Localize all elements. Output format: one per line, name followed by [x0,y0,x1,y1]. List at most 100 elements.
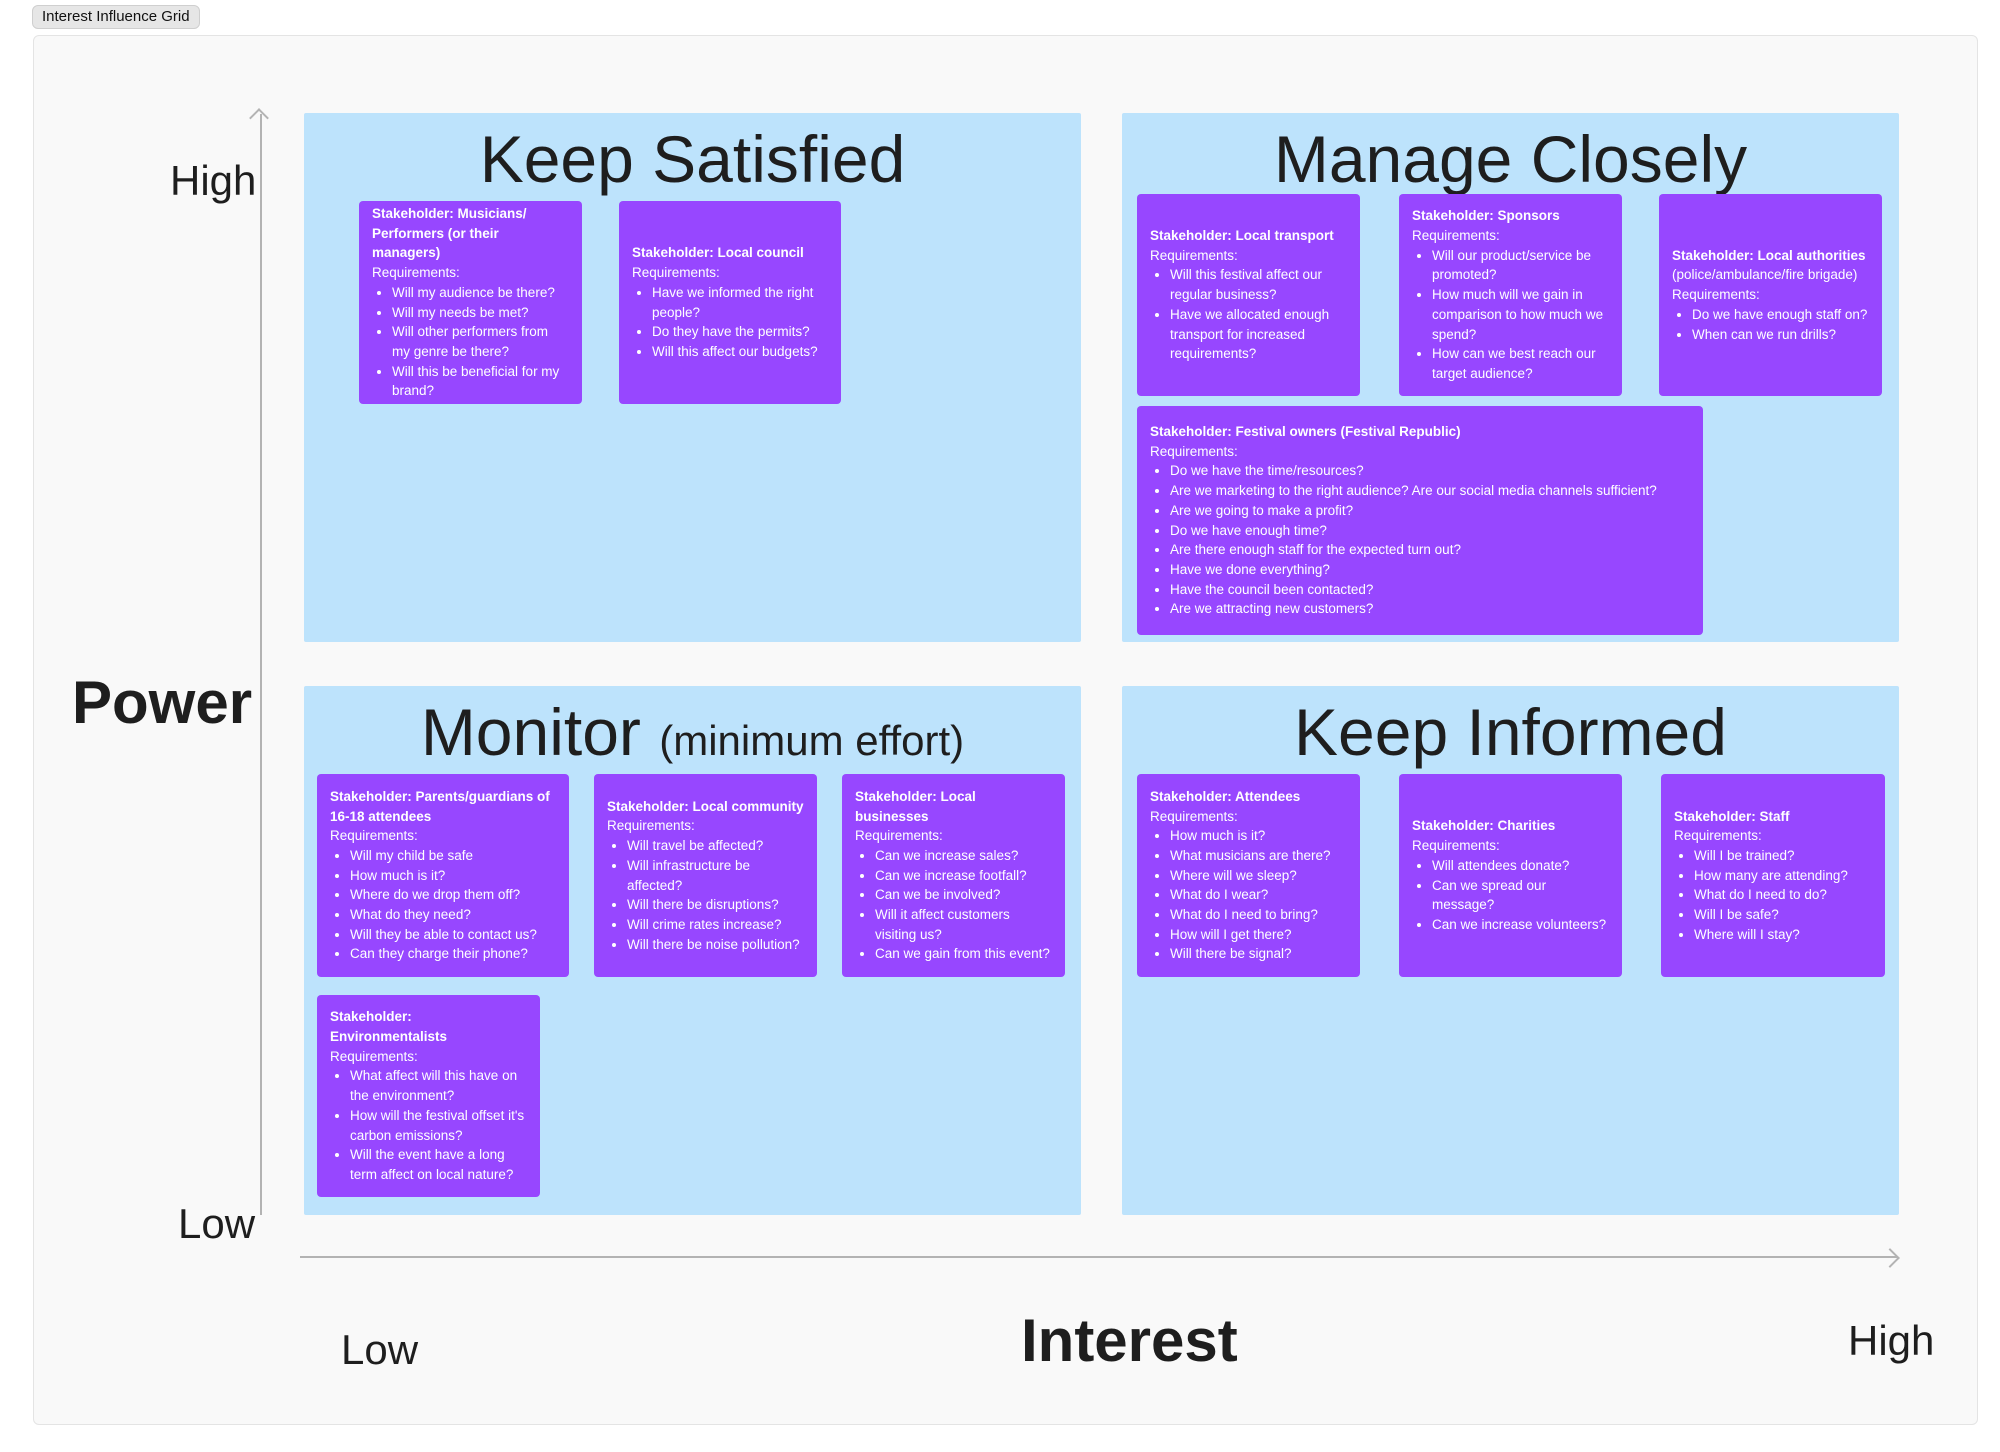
stakeholder-name: Stakeholder: Musicians/ Performers (or t… [372,205,527,261]
stakeholder-card[interactable]: Stakeholder: Festival owners (Festival R… [1137,406,1703,635]
requirement-item: Will my audience be there? [392,283,569,303]
requirement-item: What do I need to do? [1694,885,1872,905]
quadrant-title: Monitor (minimum effort) [304,692,1081,781]
stakeholder-name: Stakeholder: Attendees [1150,788,1301,804]
power-axis-line [260,114,262,1215]
requirements-label: Requirements: [1412,228,1500,244]
requirements-label: Requirements: [1412,838,1500,854]
quadrant-title: Keep Informed [1122,692,1899,772]
requirements-list: Will I be trained?How many are attending… [1674,846,1872,945]
stakeholder-name: Stakeholder: Sponsors [1412,208,1560,224]
requirements-label: Requirements: [1150,808,1238,824]
frame-title-tag[interactable]: Interest Influence Grid [32,5,200,29]
requirements-list: Can we increase sales?Can we increase fo… [855,846,1052,964]
requirement-item: Are we going to make a profit? [1170,501,1690,521]
requirement-item: What do I need to bring? [1170,905,1347,925]
requirements-label: Requirements: [632,265,720,281]
requirement-item: Will I be safe? [1694,905,1872,925]
requirement-item: Can they charge their phone? [350,944,556,964]
x-axis-low-label: Low [341,1326,419,1373]
y-axis-title: Power [72,669,253,736]
quadrant-title-text: Monitor [420,695,641,769]
requirement-item: Will attendees donate? [1432,856,1609,876]
requirement-item: Can we increase sales? [875,846,1052,866]
stakeholder-name: Stakeholder: Local transport [1150,228,1334,244]
requirement-item: Have the council been contacted? [1170,580,1690,600]
quadrant-title-text: Keep Satisfied [479,122,906,196]
requirement-item: Do we have enough staff on? [1692,305,1869,325]
stakeholder-name: Stakeholder: Local authorities [1672,247,1866,263]
requirement-item: Will there be signal? [1170,944,1347,964]
stakeholder-card[interactable]: Stakeholder: Local councilRequirements:H… [619,201,841,404]
quadrant-title-text: Keep Informed [1294,695,1727,769]
requirement-item: Can we increase footfall? [875,866,1052,886]
requirement-item: Can we spread our message? [1432,876,1609,915]
x-axis-high-label: High [1848,1317,1935,1364]
requirement-item: How much is it? [350,866,556,886]
requirement-item: How will the festival offset it's carbon… [350,1106,527,1145]
stakeholder-name: Stakeholder: Festival owners (Festival R… [1150,423,1461,439]
requirements-list: Have we informed the right people?Do the… [632,283,828,362]
requirements-list: Do we have the time/resources?Are we mar… [1150,461,1690,619]
requirement-item: Will this be beneficial for my brand? [392,362,569,401]
requirement-item: Do we have the time/resources? [1170,461,1690,481]
requirement-item: Will travel be affected? [627,836,804,856]
requirements-list: Will our product/service be promoted?How… [1412,246,1609,384]
requirement-item: How can we best reach our target audienc… [1432,344,1609,383]
requirements-label: Requirements: [855,828,943,844]
stakeholder-card[interactable]: Stakeholder: CharitiesRequirements:Will … [1399,774,1622,977]
requirement-item: Are we attracting new customers? [1170,599,1690,619]
stakeholder-name: Stakeholder: Local businesses [855,788,976,824]
requirements-label: Requirements: [1672,287,1760,303]
stakeholder-card[interactable]: Stakeholder: Musicians/ Performers (or t… [359,201,582,404]
quadrant-title: Manage Closely [1122,119,1899,199]
y-axis-low-label: Low [178,1200,256,1247]
requirement-item: Where will I stay? [1694,925,1872,945]
requirements-list: Will my audience be there?Will my needs … [372,283,569,401]
requirement-item: Have we done everything? [1170,560,1690,580]
stakeholder-name: Stakeholder: Staff [1674,808,1790,824]
requirements-list: What affect will this have on the enviro… [330,1066,527,1184]
requirement-item: When can we run drills? [1692,325,1869,345]
requirement-item: What musicians are there? [1170,846,1347,866]
requirement-item: Will I be trained? [1694,846,1872,866]
interest-axis-line [300,1256,1897,1258]
requirement-item: Do we have enough time? [1170,521,1690,541]
requirement-item: How many are attending? [1694,866,1872,886]
quadrant-title: Keep Satisfied [304,119,1081,199]
requirements-list: Do we have enough staff on?When can we r… [1672,305,1869,344]
stakeholder-card[interactable]: Stakeholder: Local authorities(police/am… [1659,194,1882,396]
requirements-label: Requirements: [1674,828,1762,844]
requirement-item: Have we informed the right people? [652,283,828,322]
requirements-label: Requirements: [607,818,695,834]
requirement-item: Will other performers from my genre be t… [392,322,569,361]
requirement-item: What do they need? [350,905,556,925]
quadrant-title-text: Manage Closely [1273,122,1748,196]
stakeholder-name: Stakeholder: Local community [607,798,804,814]
requirements-list: How much is it?What musicians are there?… [1150,826,1347,964]
requirements-list: Will attendees donate?Can we spread our … [1412,856,1609,935]
requirement-item: Will my needs be met? [392,303,569,323]
requirement-item: Can we increase volunteers? [1432,915,1609,935]
quadrant-subtitle: (minimum effort) [659,717,965,764]
stakeholder-card[interactable]: Stakeholder: Parents/guardians of 16-18 … [317,774,569,977]
stakeholder-name: Stakeholder: Parents/guardians of 16-18 … [330,788,550,824]
requirement-item: Will it affect customers visiting us? [875,905,1052,944]
requirements-label: Requirements: [330,1048,418,1064]
x-axis-title: Interest [1021,1307,1238,1374]
requirement-item: Will crime rates increase? [627,915,804,935]
requirement-item: Can we gain from this event? [875,944,1052,964]
requirement-item: Will the event have a long term affect o… [350,1145,527,1184]
requirement-item: Can we be involved? [875,885,1052,905]
requirements-label: Requirements: [330,828,418,844]
requirement-item: Where do we drop them off? [350,885,556,905]
requirement-item: How much will we gain in comparison to h… [1432,285,1609,344]
requirement-item: Where will we sleep? [1170,866,1347,886]
